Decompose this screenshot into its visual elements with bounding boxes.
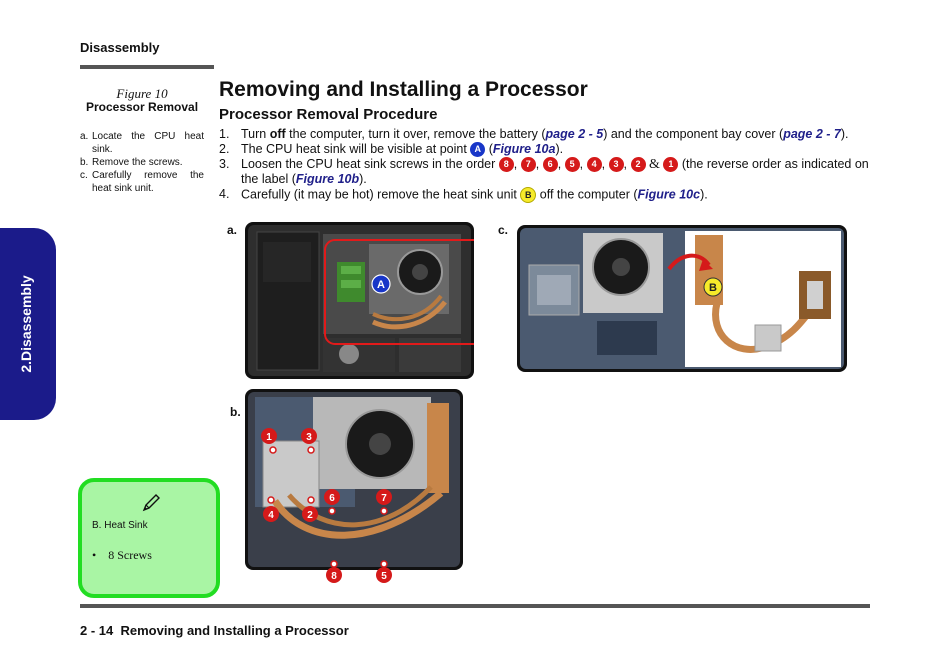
chapter-tab-label: 2.Disassembly (18, 275, 34, 373)
svg-text:6: 6 (329, 493, 335, 504)
point-b-marker (703, 277, 723, 297)
page-number: 2 - 14 (80, 623, 114, 638)
svg-text:1: 1 (266, 432, 272, 443)
heatsink-removed-illustration: B (520, 228, 844, 369)
figure-b-photo: 1 3 6 7 4 2 (245, 389, 463, 570)
link-figure-10b[interactable]: Figure 10b (295, 172, 360, 187)
screw-order-badge: 1 (663, 157, 679, 173)
point-a-marker (371, 274, 391, 294)
screw-order-badge: 3 (608, 157, 624, 173)
note-item: B. Heat Sink (92, 520, 148, 531)
screw-4: 4 (263, 496, 279, 522)
procedure-step-3: 3. Loosen the CPU heat sink screws in th… (219, 157, 869, 187)
procedure-subtitle: Processor Removal Procedure (219, 106, 438, 123)
svg-text:3: 3 (306, 432, 312, 443)
figure-b-label: b. (230, 405, 241, 419)
procedure-step-2: 2. The CPU heat sink will be visible at … (219, 142, 564, 158)
point-b-badge: B (520, 187, 537, 204)
screw-order-badge: 8 (498, 157, 514, 173)
heatsink-screws-illustration: 1 3 6 7 4 2 (248, 392, 460, 567)
svg-text:5: 5 (381, 571, 387, 582)
procedure-step-1: 1. Turn off the computer, turn it over, … (219, 127, 849, 141)
svg-text:7: 7 (381, 493, 387, 504)
pencil-icon (142, 494, 160, 512)
screw-2: 2 (302, 496, 318, 522)
procedure-list: 1. Turn off the computer, turn it over, … (219, 127, 879, 204)
figure-a-label: a. (227, 223, 238, 237)
figure-caption: Figure 10 (116, 86, 168, 101)
screw-order-badge: 5 (564, 157, 580, 173)
svg-text:B: B (709, 282, 717, 294)
figure-step: c.Carefully remove the heat sink unit. (80, 170, 204, 194)
figure-a-photo: A (245, 222, 474, 379)
screw-3: 3 (301, 428, 317, 454)
figure-step: b.Remove the screws. (80, 157, 183, 168)
note-box: B. Heat Sink • 8 Screws (78, 478, 220, 598)
link-figure-10a[interactable]: Figure 10a (492, 142, 556, 156)
link-page-2-7[interactable]: page 2 - 7 (783, 127, 841, 141)
figure-c-label: c. (498, 223, 509, 237)
footer-title: Removing and Installing a Processor (120, 623, 349, 638)
figure-step: a.Locate the CPU heat sink. (80, 131, 204, 155)
link-figure-10c[interactable]: Figure 10c (637, 187, 701, 202)
footer-rule (80, 604, 870, 608)
screw-6: 6 (324, 489, 340, 515)
procedure-step-4: 4. Carefully (it may be hot) remove the … (219, 187, 708, 204)
link-page-2-5[interactable]: page 2 - 5 (545, 127, 604, 141)
svg-text:4: 4 (268, 510, 274, 521)
screw-order-badge: 7 (520, 157, 536, 173)
svg-text:2: 2 (307, 510, 313, 521)
section-header: Disassembly (80, 40, 160, 55)
screw-5: 5 (376, 560, 392, 583)
point-a-badge: A (470, 142, 486, 158)
laptop-bottom-illustration: A (248, 225, 474, 376)
screw-8: 8 (326, 560, 342, 583)
note-spec: • 8 Screws (92, 548, 152, 562)
screw-7: 7 (376, 489, 392, 515)
figure-steps: a.Locate the CPU heat sink. b.Remove the… (80, 130, 204, 195)
chapter-tab[interactable]: 2.Disassembly (0, 228, 56, 420)
screw-labels-bottom: 8 5 (326, 560, 392, 583)
page-title: Removing and Installing a Processor (219, 78, 588, 101)
page-footer: 2 - 14 Removing and Installing a Process… (80, 623, 349, 638)
figure-name: Processor Removal (85, 100, 199, 114)
figure-c-photo: B (517, 225, 847, 372)
header-rule (80, 65, 214, 69)
screw-order-badge: 2 (630, 157, 646, 173)
screw-order-badge: 4 (586, 157, 602, 173)
screw-1: 1 (261, 428, 277, 454)
svg-text:A: A (377, 279, 385, 291)
screw-order-badge: 6 (542, 157, 558, 173)
svg-text:8: 8 (331, 571, 337, 582)
